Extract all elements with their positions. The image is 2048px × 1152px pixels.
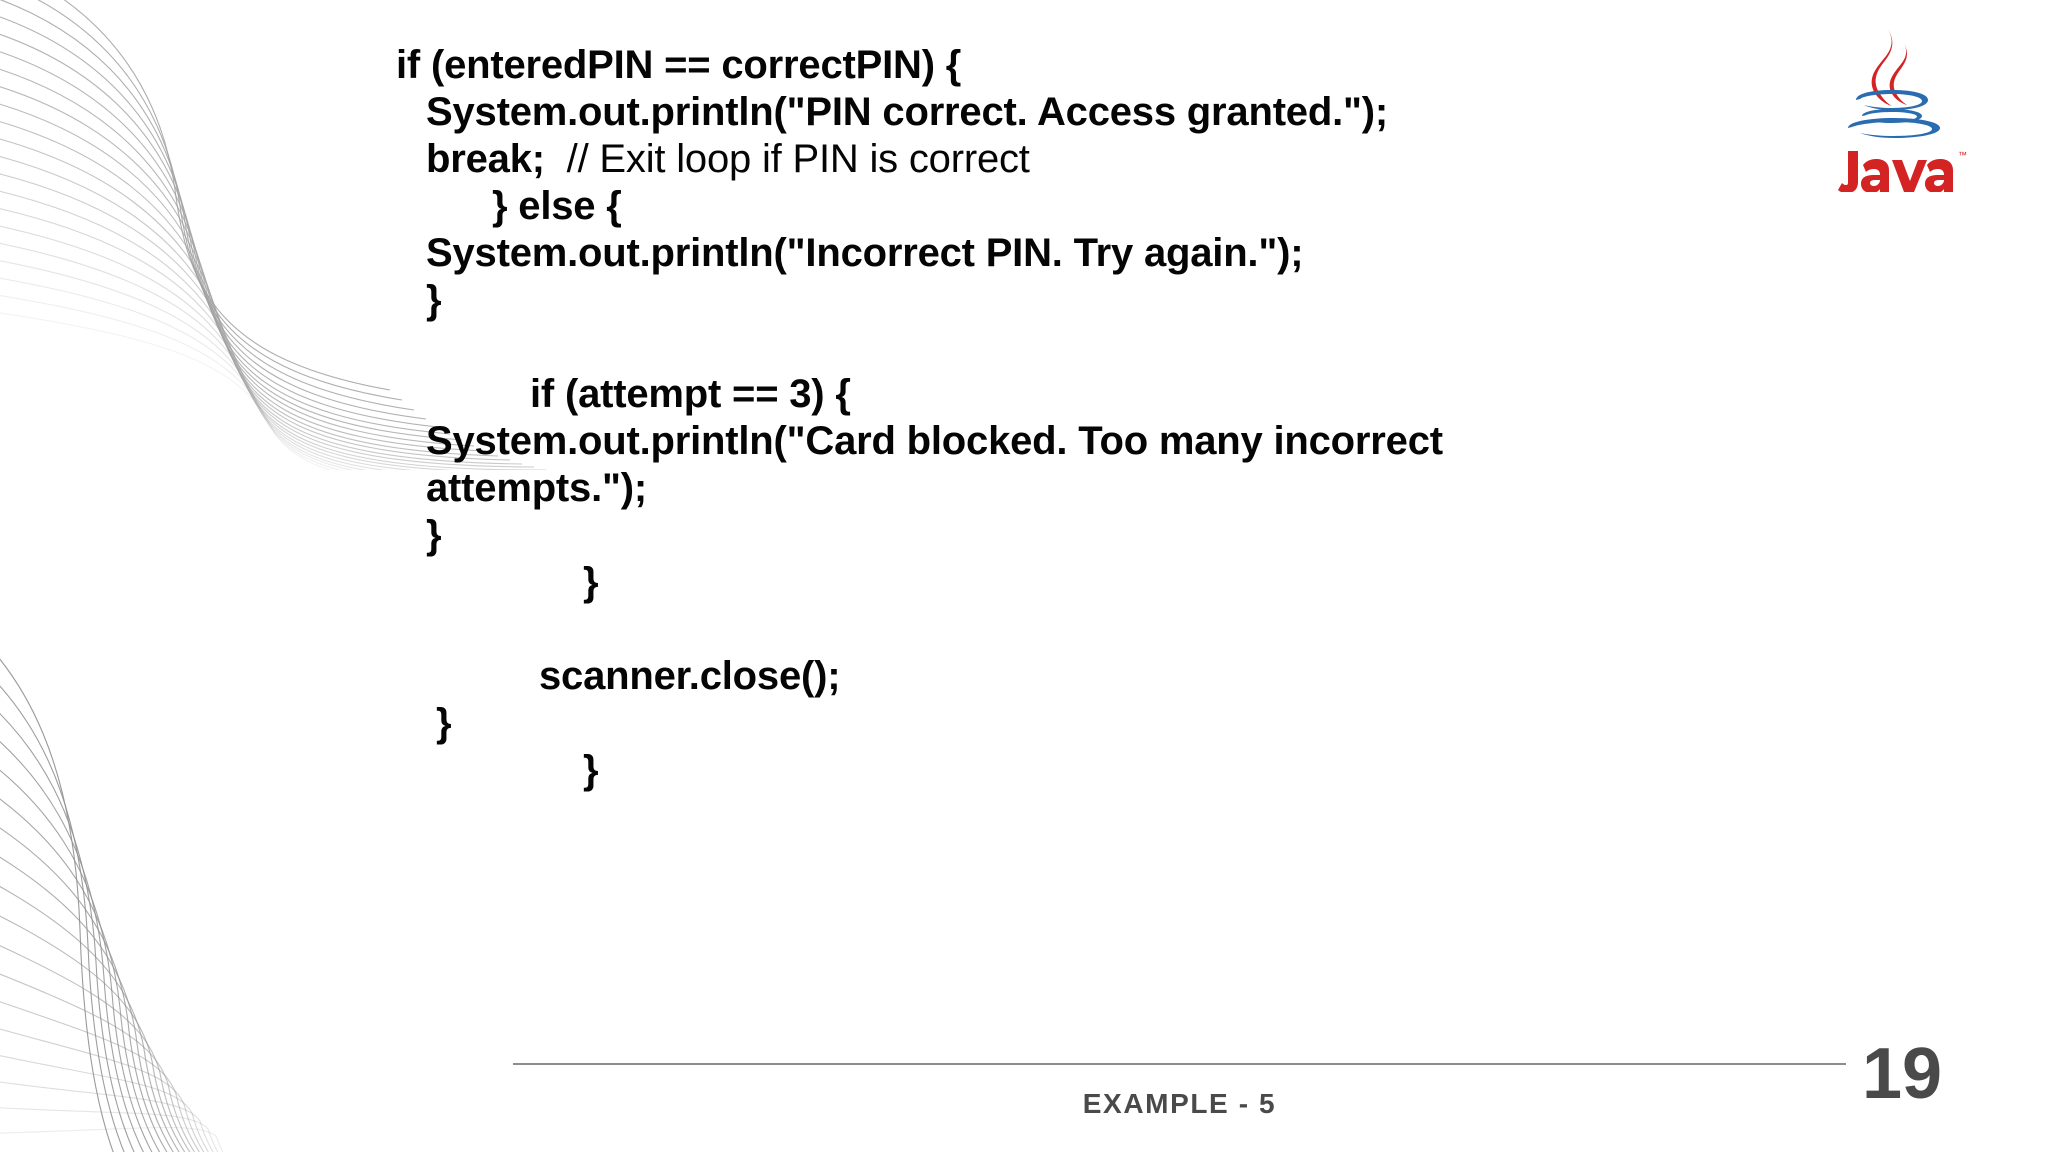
svg-text:™: ™	[1958, 150, 1967, 160]
code-comment: // Exit loop if PIN is correct	[544, 137, 1030, 181]
java-steam-icon	[1871, 30, 1907, 106]
code-line: }	[583, 748, 599, 792]
code-line: }	[583, 560, 599, 604]
code-line: } else {	[492, 184, 622, 228]
code-block: if (enteredPIN == correctPIN) { System.o…	[0, 42, 1760, 794]
code-line: if (attempt == 3) {	[530, 372, 851, 416]
code-blank-line	[0, 324, 1760, 371]
code-keyword: break;	[426, 137, 545, 181]
code-line: scanner.close();	[539, 654, 841, 698]
code-line: System.out.println("Incorrect PIN. Try a…	[426, 231, 1304, 275]
java-wordmark	[1838, 151, 1953, 193]
code-line: }	[426, 278, 442, 322]
code-line: attempts.");	[426, 466, 648, 510]
code-line: }	[436, 701, 452, 745]
code-line-with-comment: break; // Exit loop if PIN is correct	[0, 136, 1760, 183]
code-line: System.out.println("PIN correct. Access …	[426, 90, 1389, 134]
code-line: if (enteredPIN == correctPIN) {	[396, 43, 962, 87]
code-blank-line	[0, 606, 1760, 653]
java-logo: ™	[1818, 22, 1968, 193]
code-line: System.out.println("Card blocked. Too ma…	[426, 419, 1443, 463]
code-line: }	[426, 513, 442, 557]
page-number: 19	[1862, 1034, 1943, 1114]
footer-divider	[513, 1063, 1846, 1065]
footer-caption: EXAMPLE - 5	[1082, 1088, 1277, 1119]
java-cup-icon	[1848, 90, 1940, 138]
